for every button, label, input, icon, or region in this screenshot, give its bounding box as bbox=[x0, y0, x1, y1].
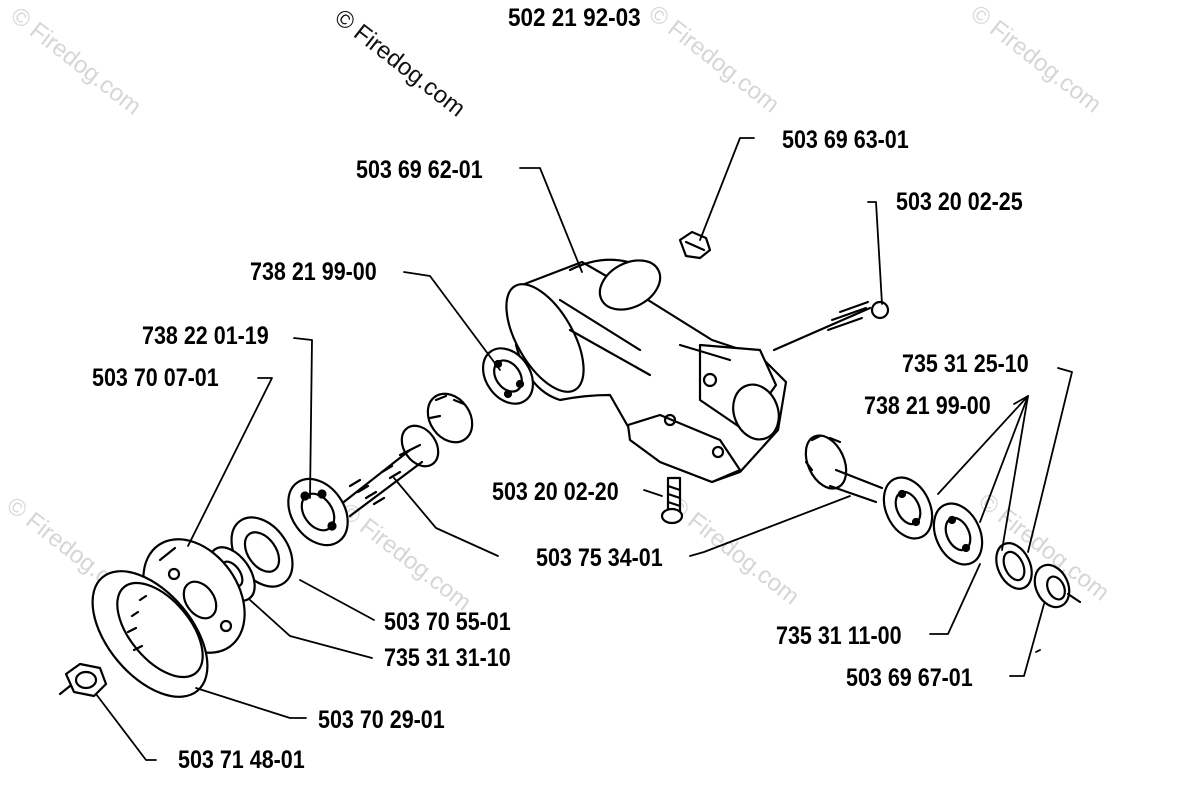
leader-lines bbox=[95, 137, 1073, 761]
part-label: 735 31 31-10 bbox=[384, 644, 511, 672]
ball-bearing-upper bbox=[481, 347, 535, 405]
part-label: 503 70 29-01 bbox=[318, 706, 445, 734]
circlip-ring bbox=[995, 542, 1033, 590]
shaft-collar bbox=[1033, 563, 1082, 609]
part-label: 735 31 11-00 bbox=[776, 622, 902, 650]
part-label: 503 20 02-25 bbox=[896, 188, 1023, 216]
assembly-number: 502 21 92-03 bbox=[508, 4, 641, 32]
clamp-bolt bbox=[772, 300, 890, 352]
ball-bearing-lower bbox=[287, 477, 349, 547]
part-label: 503 70 07-01 bbox=[92, 364, 219, 392]
part-label: 503 75 34-01 bbox=[536, 544, 663, 572]
support-cup bbox=[91, 570, 209, 698]
housing-plug-nut bbox=[678, 230, 712, 260]
output-shaft-gear bbox=[338, 392, 474, 518]
ball-bearing-right-1 bbox=[882, 476, 934, 540]
lock-nut bbox=[58, 662, 108, 698]
gear-housing bbox=[505, 258, 788, 484]
part-label: 503 71 48-01 bbox=[178, 746, 305, 774]
part-label: 503 69 63-01 bbox=[782, 126, 909, 154]
part-label: 735 31 25-10 bbox=[902, 350, 1029, 378]
part-label: 738 21 99-00 bbox=[864, 392, 991, 420]
ball-bearing-right-2 bbox=[932, 502, 984, 566]
mounting-bolt bbox=[660, 476, 684, 525]
part-label: 503 70 55-01 bbox=[384, 608, 511, 636]
part-label: 503 69 62-01 bbox=[356, 156, 483, 184]
input-shaft-gear bbox=[804, 434, 884, 504]
part-label: 738 21 99-00 bbox=[250, 258, 377, 286]
part-label: 738 22 01-19 bbox=[142, 322, 269, 350]
part-label: 503 20 02-20 bbox=[492, 478, 619, 506]
part-label: 503 69 67-01 bbox=[846, 664, 973, 692]
